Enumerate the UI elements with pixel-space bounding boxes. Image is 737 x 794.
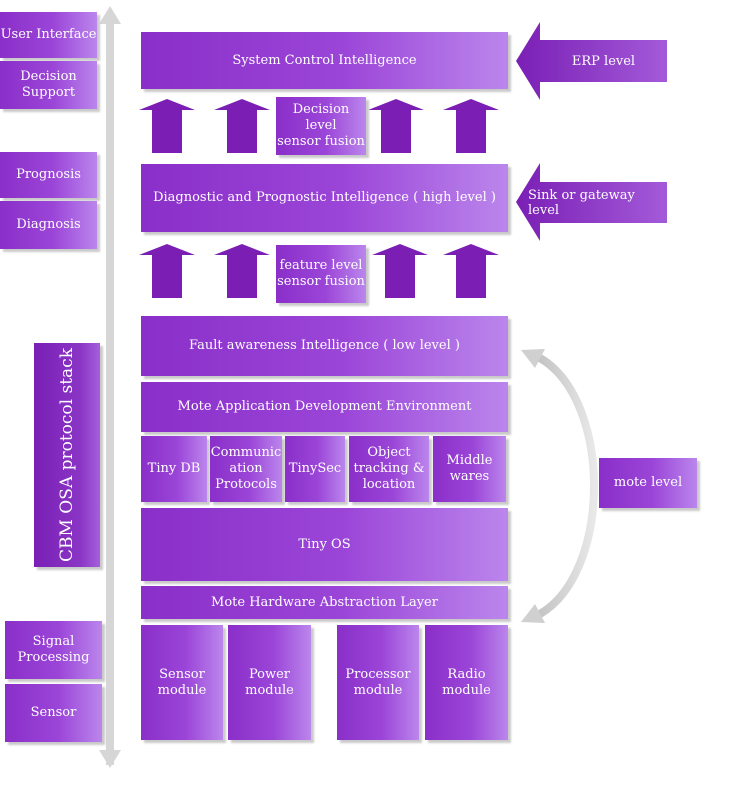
signal-processing-box: Signal Processing: [5, 621, 102, 679]
diagnostic-prognostic-label: Diagnostic and Prognostic Intelligence (…: [153, 190, 496, 205]
user-interface-label: User Interface: [0, 27, 97, 42]
power-module-label: Power module: [245, 666, 294, 698]
diagnostic-prognostic-box: Diagnostic and Prognostic Intelligence (…: [141, 164, 508, 232]
system-control-label: System Control Intelligence: [232, 52, 417, 68]
sensor-module-label: Sensor module: [157, 666, 207, 698]
mote-ade-label: Mote Application Development Environment: [177, 399, 472, 414]
processor-module-label: Processor module: [345, 666, 411, 698]
communication-protocols-box: Communic ation Protocols: [210, 436, 282, 502]
tinysec-box: TinySec: [285, 436, 345, 502]
erp-level-label: ERP level: [571, 53, 636, 69]
communication-protocols-label: Communic ation Protocols: [210, 445, 282, 492]
sensor-label: Sensor: [30, 705, 77, 720]
radio-module-box: Radio module: [425, 625, 508, 740]
sensor-module-box: Sensor module: [141, 625, 223, 740]
fault-awareness-box: Fault awareness Intelligence ( low level…: [141, 316, 508, 376]
mote-hal-label: Mote Hardware Abstraction Layer: [211, 594, 438, 610]
object-tracking-label: Object tracking & location: [353, 445, 425, 492]
decision-support-box: Decision Support: [0, 61, 97, 109]
middlewares-label: Middle wares: [446, 453, 493, 484]
user-interface-box: User Interface: [0, 12, 97, 58]
diagnosis-label: Diagnosis: [16, 217, 81, 232]
tiny-db-label: Tiny DB: [147, 461, 201, 476]
prognosis-label: Prognosis: [16, 167, 81, 182]
gateway-level-label: Sink or gateway level: [528, 187, 635, 218]
up-arrows-middle: [139, 244, 499, 298]
gateway-level-arrow: Sink or gateway level: [528, 182, 667, 223]
mote-level-box: mote level: [599, 458, 697, 508]
decision-support-label: Decision Support: [20, 69, 77, 100]
power-module-box: Power module: [228, 625, 311, 740]
mote-level-curved-arrow: [521, 349, 598, 623]
system-control-intelligence-box: System Control Intelligence: [141, 32, 508, 89]
mote-hal-box: Mote Hardware Abstraction Layer: [141, 586, 508, 619]
decision-fusion-label: Decision level sensor fusion: [277, 102, 365, 149]
tiny-os-label: Tiny OS: [298, 536, 351, 552]
radio-module-label: Radio module: [442, 666, 491, 698]
feature-fusion-label: feature level sensor fusion: [277, 258, 365, 289]
tiny-db-box: Tiny DB: [141, 436, 207, 502]
object-tracking-box: Object tracking & location: [349, 436, 429, 502]
stack-axis: [99, 6, 121, 768]
tiny-os-box: Tiny OS: [141, 508, 508, 581]
mote-ade-box: Mote Application Development Environment: [141, 382, 508, 432]
cbm-osa-stack-label: CBM OSA protocol stack: [57, 348, 77, 562]
erp-level-arrow: ERP level: [540, 40, 667, 82]
prognosis-box: Prognosis: [0, 152, 97, 198]
sensor-box: Sensor: [5, 684, 102, 742]
signal-processing-label: Signal Processing: [17, 634, 90, 665]
feature-fusion-box: feature level sensor fusion: [276, 245, 366, 303]
erp-level-arrow-shape: [516, 22, 667, 100]
mote-level-label: mote level: [613, 475, 683, 490]
decision-fusion-box: Decision level sensor fusion: [276, 97, 366, 155]
gateway-level-arrow-shape: [516, 163, 667, 241]
cbm-osa-stack-box: CBM OSA protocol stack: [34, 343, 100, 567]
processor-module-box: Processor module: [337, 625, 419, 740]
middlewares-box: Middle wares: [433, 436, 506, 502]
tinysec-label: TinySec: [288, 461, 342, 476]
up-arrows-top: [139, 99, 499, 153]
diagnosis-box: Diagnosis: [0, 201, 97, 249]
fault-awareness-label: Fault awareness Intelligence ( low level…: [189, 338, 460, 353]
